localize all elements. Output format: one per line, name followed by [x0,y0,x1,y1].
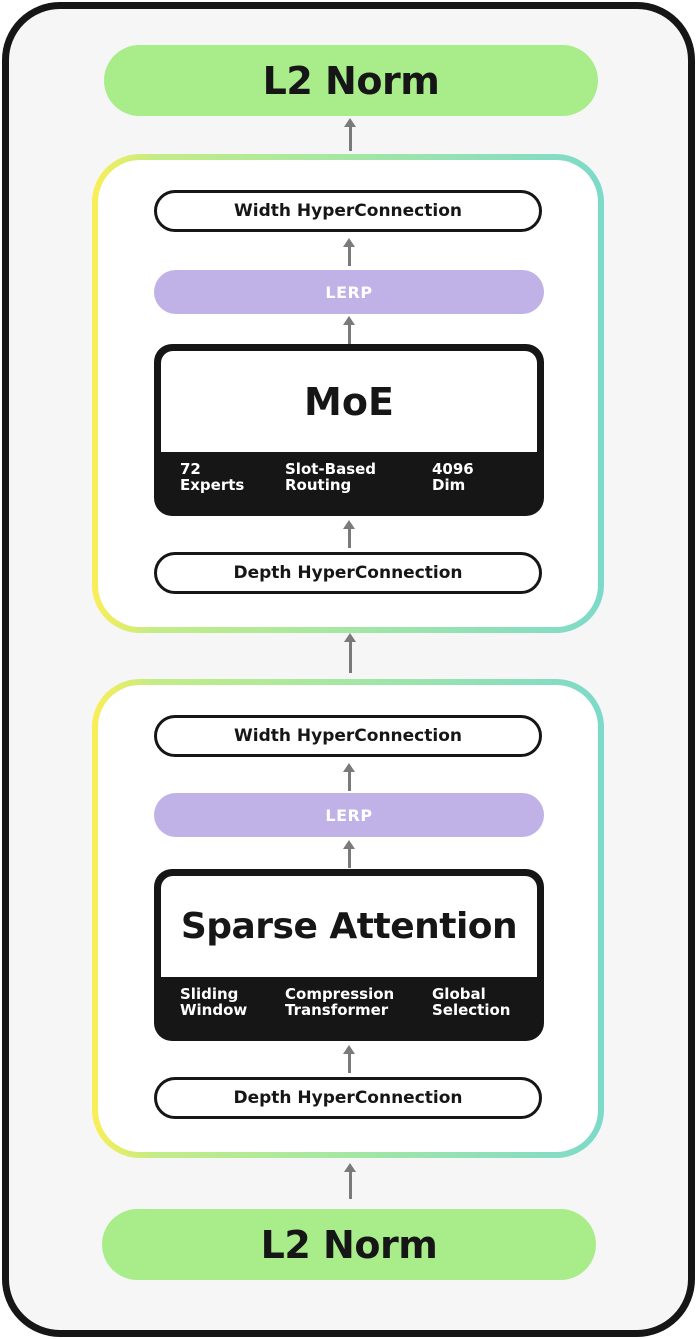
arrow-up-icon [344,1163,356,1199]
moe-block: Width HyperConnection LERP MoE 72 Expert… [92,154,604,633]
module-feature: 4096 Dim [432,460,474,494]
module-title: MoE [161,351,537,452]
moe-module: MoE 72 Experts Slot-Based Routing 4096 D… [154,344,544,516]
module-feature: Sliding Window [180,985,248,1019]
arrow-up-icon [344,118,356,151]
arrow-up-icon [343,316,355,344]
l2-norm-bottom: L2 Norm [102,1209,596,1280]
depth-hyperconnection: Depth HyperConnection [154,1077,542,1119]
l2-norm-top: L2 Norm [104,45,598,116]
arrow-up-icon [343,763,355,791]
arrow-up-icon [344,633,356,673]
module-title: Sparse Attention [161,876,537,977]
module-feature: Compression Transformer [285,985,395,1019]
lerp-pill: LERP [154,793,544,837]
module-feature: 72 Experts [180,460,245,494]
sparse-attention-block: Width HyperConnection LERP Sparse Attent… [92,679,604,1158]
module-feature: Global Selection [432,985,511,1019]
module-feature: Slot-Based Routing [285,460,377,494]
sparse-attention-module: Sparse Attention Sliding Window Compress… [154,869,544,1041]
width-hyperconnection: Width HyperConnection [154,190,542,232]
lerp-pill: LERP [154,270,544,314]
depth-hyperconnection: Depth HyperConnection [154,552,542,594]
width-hyperconnection: Width HyperConnection [154,715,542,757]
arrow-up-icon [343,238,355,266]
arrow-up-icon [343,1045,355,1073]
arrow-up-icon [343,520,355,548]
arrow-up-icon [343,840,355,868]
